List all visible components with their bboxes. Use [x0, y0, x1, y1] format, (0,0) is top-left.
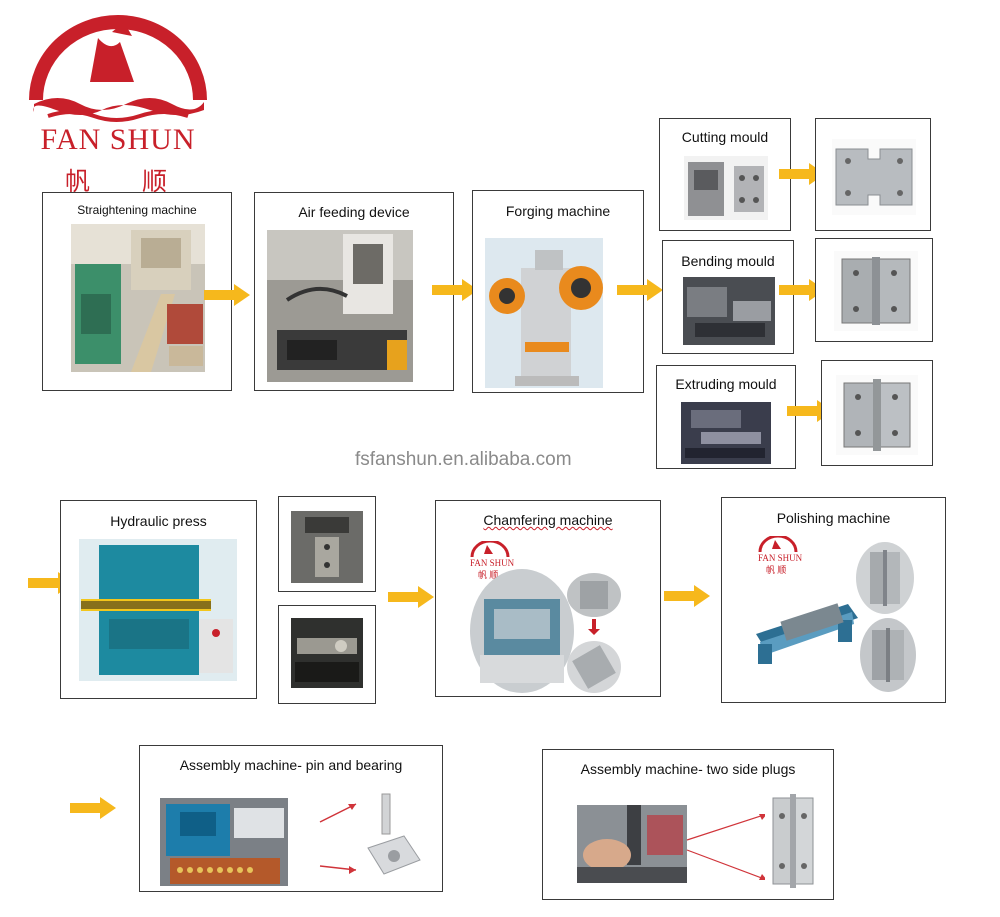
mini-brand-logo: FAN SHUN 帆 顺 [758, 534, 802, 575]
arrow-right-icon [70, 797, 116, 819]
mini-brand-name: FAN SHUN [758, 553, 803, 563]
air-feeding-device-photo [267, 230, 413, 382]
chamfered-hinge-photo [567, 573, 621, 693]
polishing-machine-label: Polishing machine [776, 510, 891, 526]
straightening-machine-photo [71, 224, 205, 372]
forging-machine-label: Forging machine [505, 203, 611, 219]
bending-mould-label: Bending mould [681, 253, 775, 269]
mini-brand-name: FAN SHUN [470, 558, 515, 568]
bending-mould-box: Bending mould [662, 240, 794, 354]
arrow-right-icon [617, 279, 663, 301]
brand-name: FAN SHUN [40, 123, 196, 156]
hydraulic-detail-top-box [278, 496, 376, 592]
extruded-hinge-photo [836, 375, 918, 455]
brand-name-cn: 帆 顺 [65, 167, 189, 196]
mini-brand-logo: FAN SHUN 帆 顺 [470, 539, 514, 580]
extruding-mould-box: Extruding mould [656, 365, 796, 469]
polishing-machine-photo [752, 584, 862, 668]
arrow-right-icon [664, 585, 710, 607]
polishing-machine-box: Polishing machine FAN SHUN 帆 顺 [721, 497, 946, 703]
website-watermark: fsfanshun.en.alibaba.com [355, 449, 572, 470]
fan-shun-logo: FAN SHUN 帆 顺 [28, 12, 208, 196]
arrow-right-icon [432, 279, 478, 301]
bent-hinge-photo [834, 251, 918, 331]
bent-hinge-box [815, 238, 933, 342]
cut-hinge-plate-photo [832, 139, 916, 215]
cut-hinge-plate-box [815, 118, 931, 231]
chamfering-machine-label: Chamfering machine [483, 512, 613, 528]
chamfering-machine-photo [470, 569, 574, 693]
sailboat-logo-icon [470, 539, 510, 558]
sailboat-logo-icon [29, 15, 207, 122]
pin-and-bearing-photo [360, 792, 426, 884]
assembly-pin-bearing-box: Assembly machine- pin and bearing [139, 745, 443, 892]
cutting-mould-box: Cutting mould [659, 118, 791, 231]
air-feeding-device-label: Air feeding device [298, 204, 410, 220]
forging-machine-photo [485, 238, 603, 388]
hydraulic-detail-top-photo [291, 511, 363, 583]
sailboat-logo-icon [758, 534, 798, 553]
hydraulic-press-photo [79, 539, 237, 681]
mini-brand-name-cn: 帆 顺 [766, 565, 787, 575]
air-feeding-device-box: Air feeding device [254, 192, 454, 391]
extruded-hinge-box [821, 360, 933, 466]
assembly-pin-bearing-label: Assembly machine- pin and bearing [179, 757, 403, 773]
assembly-side-plugs-photo [577, 805, 687, 883]
hydraulic-detail-bottom-box [278, 605, 376, 704]
arrow-right-icon [686, 813, 768, 881]
mini-brand-name-cn: 帆 顺 [478, 570, 499, 580]
arrow-right-icon [779, 163, 825, 185]
arrow-right-icon [204, 284, 250, 306]
hydraulic-detail-bottom-photo [291, 618, 363, 688]
arrow-right-icon [779, 279, 825, 301]
assembly-side-plugs-label: Assembly machine- two side plugs [580, 761, 796, 777]
bending-mould-photo [683, 277, 775, 345]
hydraulic-press-label: Hydraulic press [110, 513, 207, 529]
arrow-right-icon [388, 586, 434, 608]
arrow-right-icon [319, 803, 357, 874]
extruding-mould-photo [681, 402, 771, 464]
polished-hinge-top-photo [856, 542, 914, 614]
straightening-machine-box: Straightening machine [42, 192, 232, 391]
polished-hinge-bottom-photo [860, 618, 916, 692]
hydraulic-press-box: Hydraulic press [60, 500, 257, 699]
forging-machine-box: Forging machine [472, 190, 644, 393]
cutting-mould-label: Cutting mould [681, 129, 769, 145]
extruding-mould-label: Extruding mould [675, 376, 777, 392]
chamfering-machine-box: Chamfering machine FAN SHUN 帆 顺 [435, 500, 661, 697]
hinge-with-plugs-photo [765, 792, 821, 890]
straightening-machine-label: Straightening machine [77, 203, 197, 217]
assembly-side-plugs-box: Assembly machine- two side plugs [542, 749, 834, 900]
cutting-mould-photo [684, 156, 768, 220]
assembly-pin-bearing-photo [160, 798, 288, 886]
